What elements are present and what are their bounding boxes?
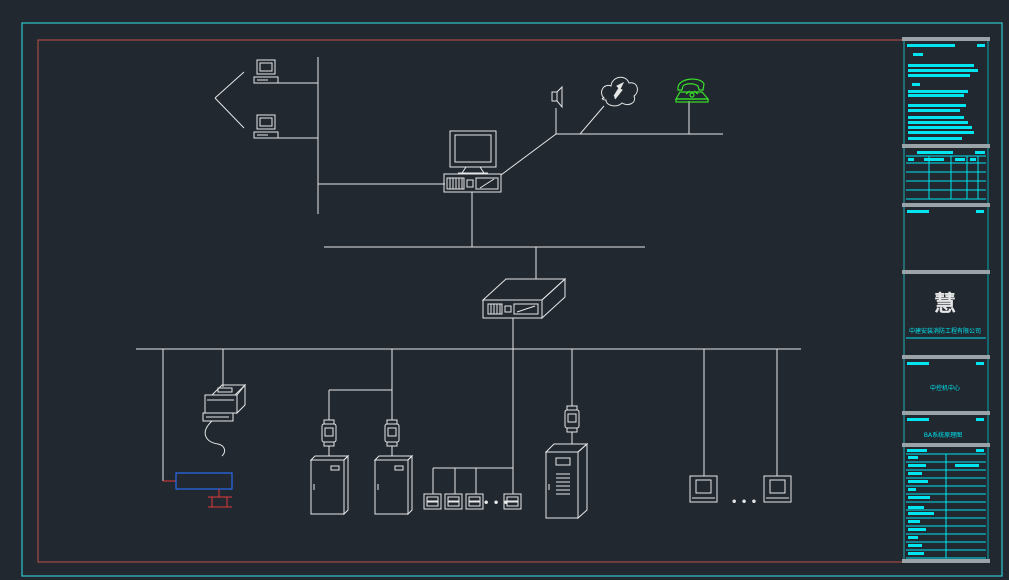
card-reader-icon — [202, 383, 247, 457]
company-name: 中建安装消防工程有限公司 — [909, 327, 981, 335]
meter-ellipsis: • • • — [483, 498, 509, 509]
telephone-icon — [674, 78, 710, 103]
inner-frame — [37, 39, 905, 563]
client-pc-icon — [253, 59, 279, 84]
panel-meter-icon — [689, 475, 718, 503]
revision-table — [906, 151, 986, 200]
terminal-block — [208, 489, 232, 508]
control-cabinet-icon — [309, 454, 350, 516]
owner-label-short — [976, 210, 984, 213]
meter-module-icon — [503, 493, 522, 510]
control-cabinet-icon — [373, 454, 414, 516]
center-label: 中控机中心 — [930, 384, 960, 392]
sign-off-table — [906, 449, 986, 559]
protocol-converter-icon — [564, 405, 580, 433]
drawing-title: BA系统原理图 — [924, 431, 962, 439]
panel-meter-ellipsis: • • • — [731, 497, 757, 508]
client-branch — [214, 71, 245, 129]
client-pc-icon — [253, 114, 279, 139]
owner-label — [907, 210, 929, 213]
workstation-icon — [443, 130, 502, 193]
design-notes — [907, 44, 985, 140]
panel-meter-icon — [763, 475, 792, 503]
speaker-icon — [551, 85, 563, 109]
meter-module-icon — [465, 493, 484, 510]
network-switch-icon — [481, 277, 567, 320]
title-block: 慧 中建安装消防工程有限公司 中控机中心 BA系统原理图 — [902, 37, 990, 563]
io-module — [175, 472, 233, 490]
meter-module-icon — [444, 493, 463, 510]
ups-cabinet-icon — [544, 442, 589, 520]
title-block-separator — [902, 37, 990, 563]
outer-frame — [21, 22, 1003, 577]
protocol-converter-icon — [384, 419, 400, 447]
protocol-converter-icon — [321, 419, 337, 447]
company-logo: 慧 — [934, 292, 956, 317]
cloud-network-icon — [601, 76, 638, 107]
meter-module-icon — [423, 493, 442, 510]
